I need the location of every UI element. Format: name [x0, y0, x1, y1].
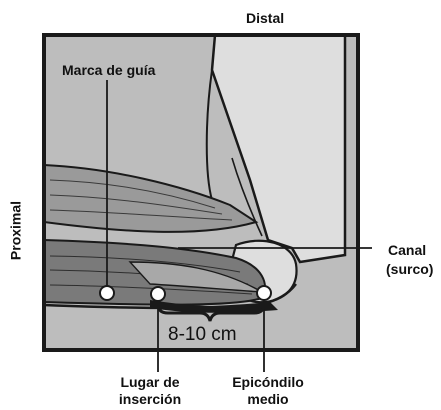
elbow-base-shadow: [150, 300, 278, 313]
measurement-label: 8-10 cm: [168, 324, 237, 345]
measurement-brace: [156, 303, 266, 322]
forearm-fold: [205, 69, 213, 201]
forearm-crease: [231, 157, 263, 237]
diagram-frame: [42, 33, 360, 352]
guide-mark-label: Marca de guía: [62, 62, 156, 78]
insertion-site-marker: [150, 286, 166, 302]
canal-label: Canal: [388, 242, 427, 258]
epicondyle-marker: [256, 285, 272, 301]
anatomy-illustration: [44, 35, 358, 350]
epicondyle-label-line1: Epicóndilo: [232, 374, 304, 390]
guide-mark-marker: [99, 285, 115, 301]
insertion-site-label: Lugar de inserción: [100, 374, 200, 408]
insertion-site-label-line2: inserción: [118, 391, 182, 407]
epicondyle-label: Epicóndilo medio: [218, 374, 318, 408]
upper-muscle: [44, 163, 259, 233]
distal-label: Distal: [246, 10, 285, 26]
epicondyle-label-line2: medio: [247, 391, 289, 407]
proximal-label: Proximal: [7, 200, 24, 261]
upper-muscle-fibers: [49, 179, 233, 221]
insertion-site-label-line1: Lugar de: [120, 374, 180, 390]
canal-sublabel: (surco): [386, 261, 434, 277]
